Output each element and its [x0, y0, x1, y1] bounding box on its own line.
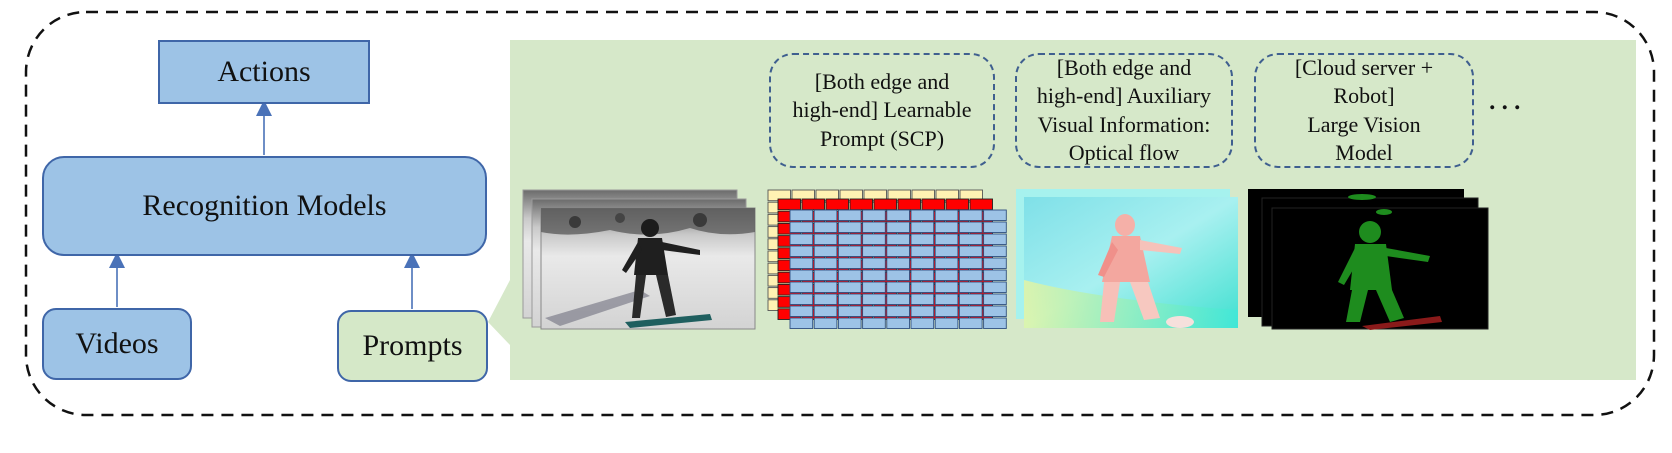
prompt-grid [767, 189, 1007, 329]
segmentation-mask-frame [1248, 189, 1489, 330]
recognition-models-box: Recognition Models [42, 156, 487, 256]
prompts-box: Prompts [337, 310, 488, 382]
large-vision-model-box: [Cloud server + Robot] Large Vision Mode… [1254, 53, 1474, 168]
actions-box: Actions [158, 40, 370, 104]
outer-frame [24, 10, 1656, 417]
large-vision-model-label: [Cloud server + Robot] Large Vision Mode… [1294, 55, 1434, 165]
learnable-prompt-label: [Both edge and high-end] Learnable Promp… [792, 69, 972, 151]
ellipsis: ... [1488, 80, 1526, 117]
recognition-models-label: Recognition Models [142, 189, 387, 222]
videos-label: Videos [75, 327, 159, 360]
videos-box: Videos [42, 308, 192, 380]
prompts-label: Prompts [362, 329, 463, 362]
optical-flow-frame [1016, 189, 1238, 328]
optical-flow-label: [Both edge and high-end] Auxiliary Visua… [1036, 55, 1212, 165]
learnable-prompt-box: [Both edge and high-end] Learnable Promp… [769, 53, 995, 168]
optical-flow-box: [Both edge and high-end] Auxiliary Visua… [1015, 53, 1233, 168]
video-frame-stack [522, 189, 756, 330]
actions-label: Actions [217, 55, 311, 88]
